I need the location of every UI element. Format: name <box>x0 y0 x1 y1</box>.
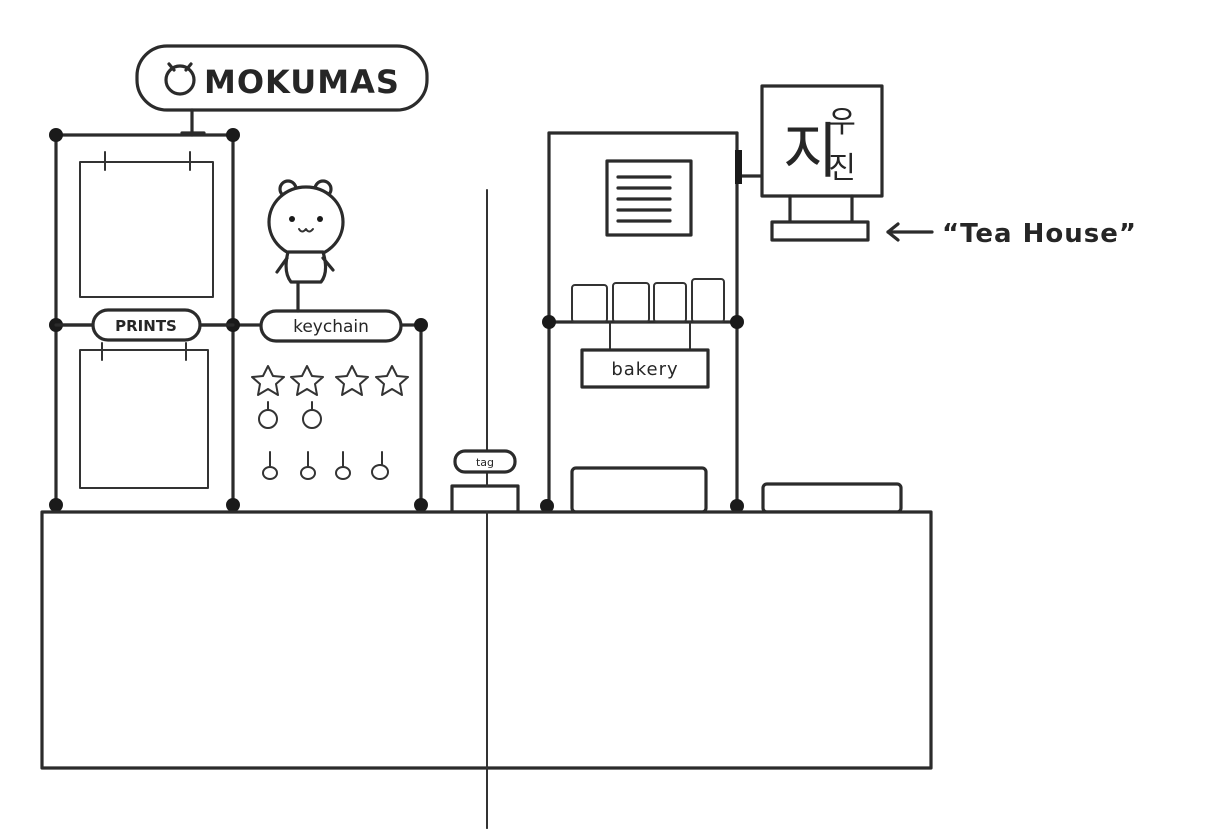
prints-label: PRINTS <box>54 308 235 342</box>
brand-name: MOKUMAS <box>204 63 400 101</box>
bread-bin-left <box>570 466 708 514</box>
bear-mascot-icon <box>267 179 345 313</box>
tag-text: tag <box>476 456 494 469</box>
korean-top-char: 우 <box>828 105 856 140</box>
apple-keychain-icon <box>258 401 322 429</box>
menu-board <box>605 159 693 237</box>
bread-bin-right <box>761 482 903 514</box>
korean-bottom-char: 진 <box>828 151 856 186</box>
star-keychain-icon <box>251 365 409 396</box>
keychain-label: keychain <box>259 309 403 343</box>
bakery-sign: bakery <box>580 321 710 389</box>
keychain-text: keychain <box>293 317 369 337</box>
tea-house-text: “Tea House” <box>942 219 1137 249</box>
tag-stand: tag <box>450 449 520 514</box>
arrow-left-icon <box>886 222 934 242</box>
print-frame-top <box>79 151 214 298</box>
korean-big-char: 지 <box>783 117 838 187</box>
prints-text: PRINTS <box>115 317 177 335</box>
round-keychain-icon <box>262 451 389 480</box>
bakery-containers <box>571 278 725 323</box>
print-frame-bottom <box>79 342 209 489</box>
korean-hanging-sign: 지 우 진 <box>735 84 884 242</box>
cat-face-icon <box>164 62 196 96</box>
tea-house-annotation: “Tea House” <box>886 219 1137 249</box>
mokumas-sign: MOKUMAS <box>135 44 429 137</box>
bakery-text: bakery <box>611 359 678 380</box>
